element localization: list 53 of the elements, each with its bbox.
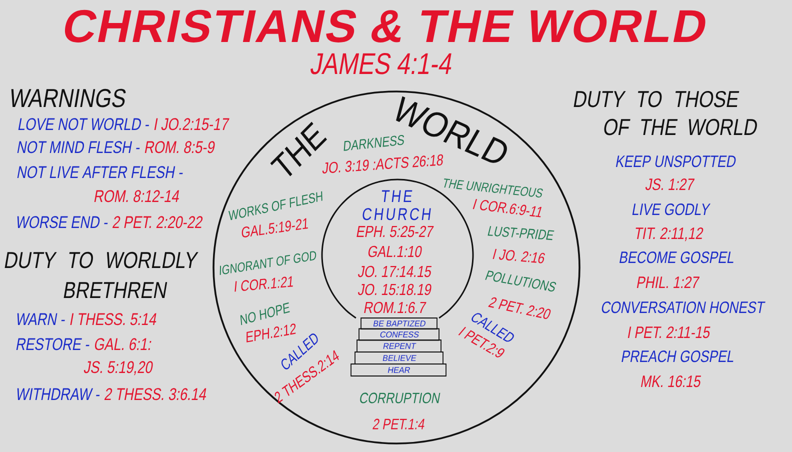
topic-label: THE UNRIGHTEOUS: [444, 178, 543, 198]
verse-reference: GAL. 6:1:: [95, 338, 152, 350]
stair-step: BELIEVE: [354, 352, 444, 364]
topic-label: NOT MIND FLESH -: [17, 141, 140, 154]
verse-reference: ROM. 8:12-14: [94, 190, 179, 202]
topic-label: KEEP UNSPOTTED: [616, 155, 736, 168]
topic-label: NOT LIVE AFTER FLESH -: [17, 166, 183, 178]
verse-reference: MK. 16:15: [641, 375, 702, 388]
topic-label: LOVE NOT WORLD -: [18, 118, 149, 130]
verse-reference: JS. 1:27: [646, 178, 695, 190]
section-heading: DUTY TO WORLDLY BRETHREN: [4, 252, 198, 298]
title: CHRISTIANS & THE WORLD: [64, 10, 706, 42]
topic-label: WARN -: [17, 313, 65, 325]
topic-label: BECOME GOSPEL: [620, 251, 734, 264]
verse-reference: TIT. 2:11,12: [636, 227, 704, 242]
verse-reference: EPH. 5:25-27: [356, 226, 434, 238]
verse-reference: JS. 5:19,20: [84, 361, 153, 376]
verse-reference: ROM.1:6.7: [364, 302, 426, 314]
verse-reference: I COR.1:21: [234, 276, 293, 292]
topic-label: LUST-PRIDE: [488, 226, 554, 240]
stair-step: CONFESS: [358, 328, 440, 341]
verse-reference: GAL.1:10: [368, 246, 422, 258]
topic-label: CONVERSATION HONEST: [602, 301, 766, 314]
verse-reference: PHIL. 1:27: [636, 276, 700, 288]
section-heading: WARNINGS: [11, 88, 126, 108]
church-heading: THE CHURCH: [362, 190, 431, 220]
verse-reference: I JO.2:15-17: [154, 118, 230, 130]
topic-label: CORRUPTION: [360, 392, 440, 404]
subtitle: JAMES 4:1-4: [310, 53, 452, 74]
topic-label: LIVE GODLY: [632, 203, 711, 216]
verse-reference: I COR.6:9-11: [472, 198, 542, 218]
verse-reference: 2 PET. 2:20-22: [112, 216, 203, 228]
verse-reference: JO. 15:18.19: [358, 284, 432, 296]
topic-label: IGNORANT OF GOD: [220, 251, 316, 275]
verse-reference: I THESS. 5:14: [70, 313, 156, 326]
stair-step: BE BAPTIZED: [360, 318, 438, 330]
stair-step: REPENT: [356, 340, 442, 352]
topic-label: WORSE END -: [17, 216, 108, 228]
verse-reference: 2 PET. 2:20: [488, 297, 551, 319]
stair-step: HEAR: [350, 364, 446, 376]
topic-label: RESTORE -: [16, 338, 90, 350]
topic-label: PREACH GOSPEL: [622, 350, 734, 362]
topic-label: POLLUTIONS: [485, 270, 556, 292]
verse-reference: 2 PET.1:4: [372, 418, 424, 430]
verse-reference: 2 THESS. 3:6.14: [104, 388, 206, 400]
verse-reference: I PET. 2:11-15: [628, 326, 710, 338]
section-heading: DUTY TO THOSE OF THE WORLD: [574, 90, 757, 136]
topic-label: WITHDRAW -: [17, 388, 100, 400]
topic-label: NO HOPE: [240, 302, 290, 326]
verse-reference: GAL.5:19-21: [242, 218, 308, 238]
verse-reference: JO. 17:14.15: [358, 266, 432, 278]
verse-reference: ROM. 8:5-9: [144, 141, 215, 154]
verse-reference: I JO. 2:16: [492, 248, 545, 264]
